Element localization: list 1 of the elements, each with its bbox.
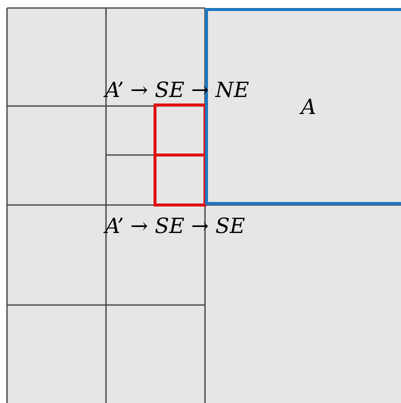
region-label: A	[301, 95, 316, 119]
